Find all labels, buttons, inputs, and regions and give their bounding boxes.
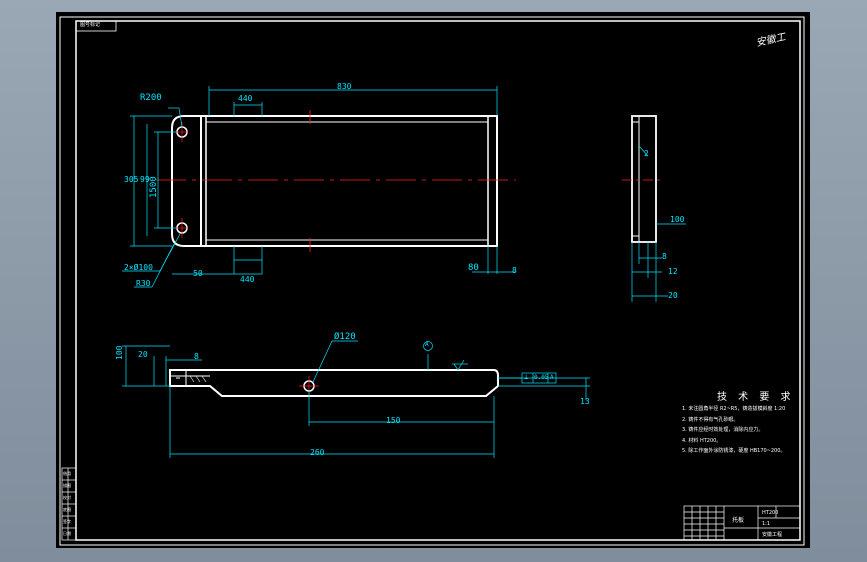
tech-requirement-item: 5. 除工作面外涂防锈漆，硬度 HB170~200。 <box>682 448 786 454</box>
top-view <box>156 110 516 252</box>
side-panel-item: 描图 <box>63 483 71 488</box>
side-view-dimensions <box>631 145 686 302</box>
dim-offset-top: 440 <box>238 94 253 103</box>
side-dim-12: 12 <box>668 267 678 276</box>
front-dim-260: 260 <box>310 448 325 457</box>
dim-height-mid: 99 <box>140 175 150 184</box>
tolerance-datum: A <box>550 374 554 381</box>
dim-left-small: 50 <box>193 269 203 278</box>
dim-end: 80 <box>468 263 479 273</box>
side-dim-20: 20 <box>668 291 678 300</box>
dim-radius-top: R200 <box>140 93 162 103</box>
front-view-dimensions <box>122 340 590 458</box>
stamp-label: 图号标记 <box>80 22 101 28</box>
front-dim-13: 13 <box>580 397 590 406</box>
stamp-box <box>75 20 117 32</box>
drawing-canvas <box>59 16 805 546</box>
dim-length: 830 <box>337 82 352 91</box>
tech-requirement-item: 4. 材料 HT200。 <box>682 437 722 444</box>
side-panel-item: 签字 <box>63 519 71 524</box>
title-part-name: 托板 <box>732 517 745 524</box>
dim-offset-bottom: 440 <box>240 275 255 284</box>
tech-requirement-item: 1. 未注圆角半径 R2~R5，铸造拔模斜度 1:20 <box>682 406 786 412</box>
front-dim-diameter: Ø120 <box>334 332 356 342</box>
tolerance-value: 0.05 <box>534 374 549 381</box>
side-dim-8: 8 <box>662 252 667 261</box>
side-view <box>622 115 662 243</box>
title-school: 安徽工程 <box>762 532 783 538</box>
side-panel-item: 日期 <box>63 531 71 536</box>
title-block <box>683 505 801 541</box>
dim-height-inner: 1500 <box>149 176 159 198</box>
dim-radius-bottom: R30 <box>136 279 151 288</box>
title-material: HT200 <box>762 510 779 516</box>
side-panel-item: 借用 <box>63 471 71 476</box>
side-panel-item: 底图 <box>63 507 71 512</box>
cad-viewport[interactable]: 图号标记 安徽工 830 440 440 R200 305 99 1500 80… <box>56 12 810 548</box>
dim-right-small: 8 <box>512 266 517 275</box>
dim-height-outer: 305 <box>124 175 139 184</box>
front-dim-150: 150 <box>386 416 401 425</box>
left-side-panel <box>61 467 77 541</box>
sheet-outer-border <box>59 16 805 546</box>
tech-requirement-item: 3. 铸件应经时效处理，消除内应力。 <box>682 427 764 433</box>
front-dim-20: 20 <box>138 350 148 359</box>
top-view-dimensions <box>122 86 516 288</box>
title-scale: 1:1 <box>762 521 771 527</box>
tech-requirements-list: 1. 未注圆角半径 R2~R5，铸造拔模斜度 1:20 2. 铸件不得有气孔砂眼… <box>682 404 785 457</box>
tech-requirements-title: 技 术 要 求 <box>717 392 795 403</box>
side-dim-tag: 2 <box>644 149 649 158</box>
sheet-inner-border <box>75 20 801 541</box>
front-dim-100: 100 <box>115 345 124 360</box>
side-dim-100: 100 <box>670 215 685 224</box>
front-dim-8: 8 <box>194 352 199 361</box>
dim-hole: 2×Ø100 <box>124 263 153 272</box>
tolerance-symbol: ⟂ <box>524 373 529 381</box>
front-view <box>169 369 499 397</box>
section-balloon: A <box>425 341 429 348</box>
side-panel-item: 校对 <box>63 495 71 500</box>
tech-requirement-item: 2. 铸件不得有气孔砂眼。 <box>682 416 739 423</box>
